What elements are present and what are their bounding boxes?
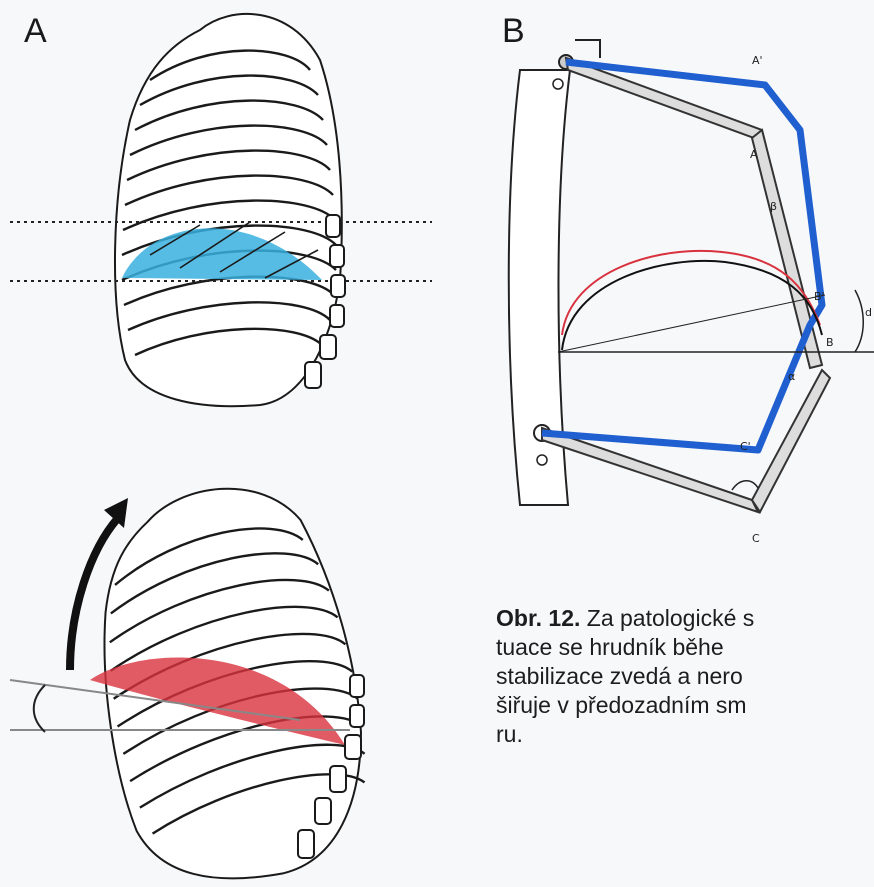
caption-line-2: tuace se hrudník běhe bbox=[496, 634, 724, 660]
red-arc bbox=[562, 251, 820, 335]
point-label-a-prime: A' bbox=[752, 54, 763, 67]
caption-line-3: stabilizace zvedá a nero bbox=[496, 663, 743, 689]
caption-line-1: Za patologické s bbox=[580, 605, 754, 631]
rib-mechanics-diagram: A' A B' B C' C d β α bbox=[500, 30, 874, 550]
black-arc bbox=[562, 261, 822, 350]
caption-line-4: šiřuje v předozadním sm bbox=[496, 692, 747, 718]
label-beta: β bbox=[770, 200, 777, 213]
point-label-a: A bbox=[750, 148, 758, 161]
blue-linkage bbox=[542, 62, 822, 450]
label-alpha: α bbox=[788, 370, 795, 383]
figure-caption: Obr. 12. Za patologické s tuace se hrudn… bbox=[496, 604, 874, 749]
caption-line-5: ru. bbox=[496, 721, 523, 747]
rib-cage-illustration-top bbox=[0, 0, 440, 420]
label-d: d bbox=[865, 306, 872, 319]
point-label-c: C bbox=[752, 532, 760, 545]
rib-cage-illustration-bottom bbox=[0, 470, 440, 887]
point-label-b: B bbox=[826, 336, 834, 349]
point-label-b-prime: B' bbox=[814, 290, 825, 303]
caption-label: Obr. 12. bbox=[496, 605, 580, 631]
point-label-c-prime: C' bbox=[740, 440, 751, 453]
